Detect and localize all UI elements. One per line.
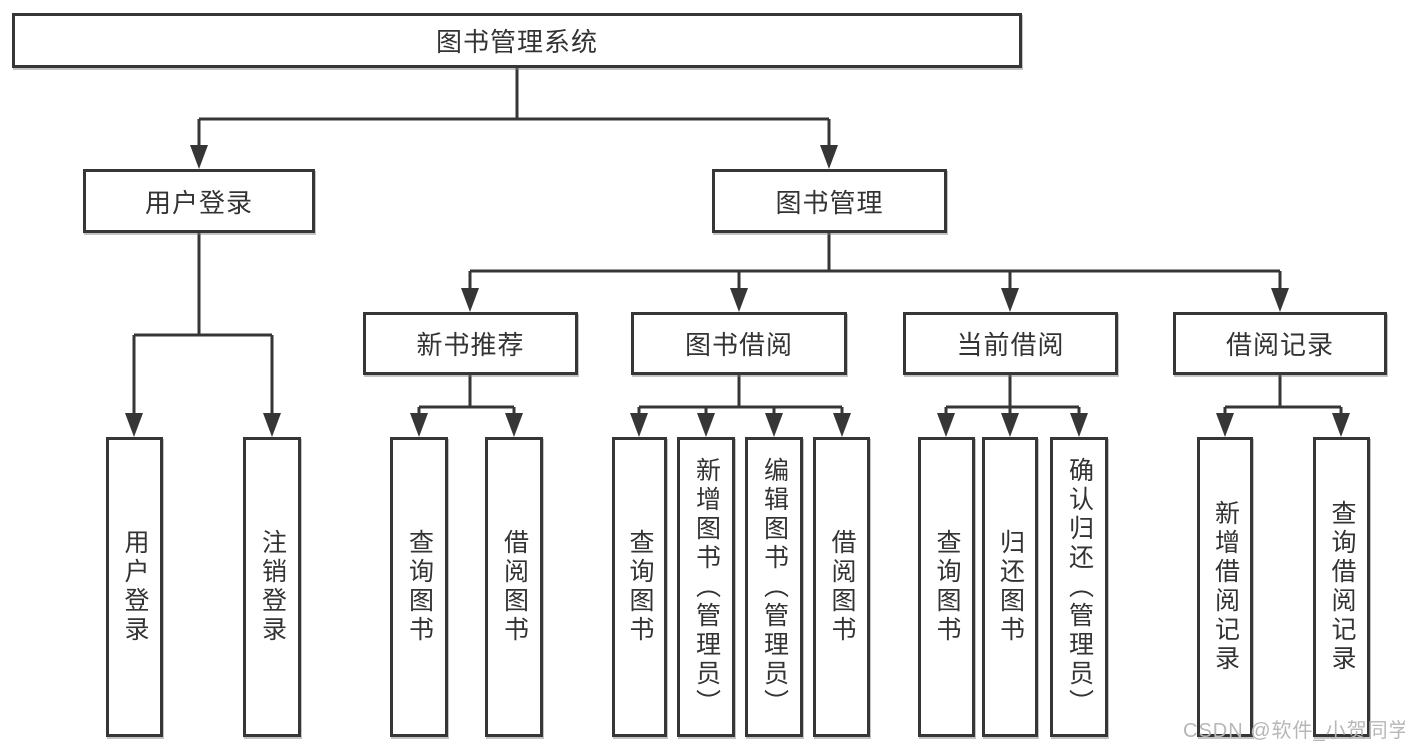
leaf-logout-login: 注销登录	[243, 437, 301, 737]
wire-root-to-level2	[197, 68, 831, 150]
node-label: 查询图书	[405, 529, 434, 645]
node-label: 归还图书	[996, 529, 1025, 645]
leaf-return-book: 归还图书	[982, 437, 1038, 737]
node-label: 注销登录	[258, 529, 287, 645]
leaf-add-book-admin: 新增图书（管理员）	[677, 437, 735, 737]
node-label: 用户登录	[144, 187, 253, 218]
leaf-recommend-borrow-book: 借阅图书	[485, 437, 543, 737]
leaf-recommend-query-book: 查询图书	[390, 437, 448, 737]
node-label: 新增借阅记录	[1211, 500, 1240, 674]
node-label: 借阅图书	[500, 529, 529, 645]
node-label: 确认归还（管理员）	[1065, 456, 1094, 718]
node-current-borrow: 当前借阅	[903, 312, 1118, 375]
leaf-query-borrow-record: 查询借阅记录	[1313, 437, 1370, 737]
node-label: 用户登录	[121, 529, 149, 645]
leaf-edit-book-admin: 编辑图书（管理员）	[745, 437, 803, 737]
node-label: 查询图书	[933, 529, 961, 645]
node-label: 借阅记录	[1225, 330, 1334, 360]
node-label: 图书管理系统	[435, 27, 598, 57]
leaf-current-query-book: 查询图书	[918, 437, 975, 737]
leaf-borrow-query-book: 查询图书	[612, 437, 667, 737]
leaf-user-login: 用户登录	[106, 437, 163, 737]
node-label: 新书推荐	[416, 330, 525, 360]
leaf-borrow-book: 借阅图书	[813, 437, 870, 737]
node-new-book-recommend: 新书推荐	[363, 312, 578, 375]
wire-user-login-to-leaves	[132, 233, 274, 418]
wire-book-management-to-level3	[468, 233, 1282, 293]
wire-borrow-records-to-leaves	[1223, 375, 1343, 420]
leaf-confirm-return-admin: 确认归还（管理员）	[1050, 437, 1108, 737]
watermark: CSDN @软件_小贺同学	[1183, 720, 1405, 742]
node-label: 查询借阅记录	[1328, 500, 1356, 674]
wire-book-borrow-to-leaves	[637, 375, 844, 420]
node-label: 图书管理	[775, 187, 884, 218]
node-borrow-records: 借阅记录	[1173, 312, 1387, 375]
node-label: 编辑图书（管理员）	[760, 456, 789, 718]
node-label: 借阅图书	[828, 529, 856, 645]
node-book-borrow: 图书借阅	[631, 312, 847, 375]
node-label: 查询图书	[626, 529, 654, 645]
node-label: 新增图书（管理员）	[692, 456, 721, 718]
leaf-add-borrow-record: 新增借阅记录	[1197, 437, 1253, 737]
wire-current-borrow-to-leaves	[944, 375, 1081, 420]
node-label: 图书借阅	[684, 330, 793, 360]
node-label: 当前借阅	[956, 330, 1065, 360]
node-library-management-system: 图书管理系统	[12, 13, 1022, 68]
node-book-management: 图书管理	[712, 169, 947, 233]
wire-new-book-recommend-to-leaves	[417, 375, 516, 420]
node-user-login: 用户登录	[83, 169, 315, 233]
